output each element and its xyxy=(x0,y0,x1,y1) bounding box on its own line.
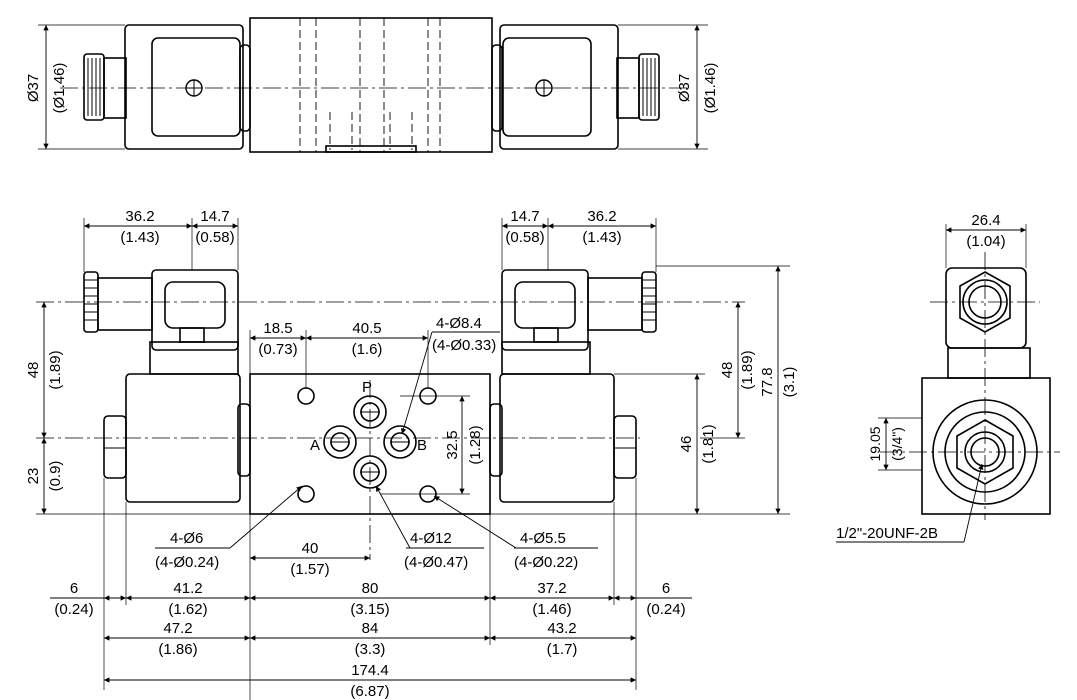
ports-dia: 4-Ø12 xyxy=(410,530,452,547)
bottom-6-right-in: (0.24) xyxy=(646,601,685,618)
bottom-6-left-in: (0.24) xyxy=(54,601,93,618)
bottom-37-in: (1.46) xyxy=(532,601,571,618)
top-left-w-in: (1.43) xyxy=(120,229,159,246)
top-left-dia: Ø37 xyxy=(25,74,42,102)
mount-holes-in: (4-Ø0.22) xyxy=(514,554,578,571)
port-b-label: B xyxy=(417,437,427,454)
right-h-77: 77.8 xyxy=(759,367,776,396)
hole-x: 18.5 xyxy=(263,320,292,337)
top-right-dia-in: (Ø1.46) xyxy=(702,63,719,114)
top-left-dia-in: (Ø1.46) xyxy=(51,63,68,114)
left-h-lower: 23 xyxy=(25,468,42,485)
right-h-48: 48 xyxy=(719,362,736,379)
bolt-holes-in: (4-Ø0.33) xyxy=(432,337,496,354)
left-h-upper-in: (1.89) xyxy=(47,350,64,389)
mount-holes: 4-Ø5.5 xyxy=(520,530,566,547)
top-right-w2-in: (0.58) xyxy=(505,229,544,246)
bottom-43-in: (1.7) xyxy=(547,641,578,658)
port-x: 40 xyxy=(302,540,319,557)
overall-in: (6.87) xyxy=(350,683,389,700)
top-right-w-in: (1.43) xyxy=(582,229,621,246)
port-p-label: P xyxy=(362,379,372,396)
body-h: 46 xyxy=(678,436,695,453)
port-v-in: (1.28) xyxy=(467,425,484,464)
bottom-37: 37.2 xyxy=(537,580,566,597)
bottom-41-in: (1.62) xyxy=(168,601,207,618)
port-x-in: (1.57) xyxy=(290,561,329,578)
body-h-in: (1.81) xyxy=(700,424,717,463)
bottom-41: 41.2 xyxy=(173,580,202,597)
hole-pitch-in: (1.6) xyxy=(352,341,383,358)
top-left-w2: 14.7 xyxy=(200,208,229,225)
top-right-w2: 14.7 xyxy=(510,208,539,225)
bottom-43: 43.2 xyxy=(547,620,576,637)
small-holes-in: (4-Ø0.24) xyxy=(155,554,219,571)
right-h-48-in: (1.89) xyxy=(739,350,756,389)
left-h-lower-in: (0.9) xyxy=(47,461,64,492)
top-right-dia: Ø37 xyxy=(676,74,693,102)
bottom-6-left: 6 xyxy=(70,580,78,597)
bottom-80: 80 xyxy=(362,580,379,597)
right-h-77-in: (3.1) xyxy=(781,367,798,398)
bottom-47: 47.2 xyxy=(163,620,192,637)
top-left-w: 36.2 xyxy=(125,208,154,225)
ports-dia-in: (4-Ø0.47) xyxy=(404,554,468,571)
left-h-upper: 48 xyxy=(25,362,42,379)
thread-spec: 1/2"-20UNF-2B xyxy=(836,525,938,542)
side-width-in: (1.04) xyxy=(966,233,1005,250)
top-right-w: 36.2 xyxy=(587,208,616,225)
side-width: 26.4 xyxy=(971,212,1000,229)
bolt-holes: 4-Ø8.4 xyxy=(436,315,482,332)
bottom-47-in: (1.86) xyxy=(158,641,197,658)
hole-pitch: 40.5 xyxy=(352,320,381,337)
bottom-80-in: (3.15) xyxy=(350,601,389,618)
port-v: 32.5 xyxy=(444,430,461,459)
side-port-h-in: (3/4") xyxy=(889,427,905,461)
front-view: P A B 36.2 (1.43) 14.7 (0.58) xyxy=(25,208,798,700)
bottom-84-in: (3.3) xyxy=(355,641,386,658)
overall: 174.4 xyxy=(351,662,389,679)
bottom-6-right: 6 xyxy=(662,580,670,597)
top-left-w2-in: (0.58) xyxy=(195,229,234,246)
bottom-84: 84 xyxy=(362,620,379,637)
small-holes: 4-Ø6 xyxy=(170,530,203,547)
port-a-label: A xyxy=(310,437,320,454)
top-view: Ø37 (Ø1.46) Ø37 (Ø1.46) xyxy=(25,17,719,153)
hole-x-in: (0.73) xyxy=(258,341,297,358)
side-view: 26.4 (1.04) 19.05 (3/4") 1/2"-20UNF-2B xyxy=(836,212,1060,543)
side-port-h: 19.05 xyxy=(867,426,883,461)
